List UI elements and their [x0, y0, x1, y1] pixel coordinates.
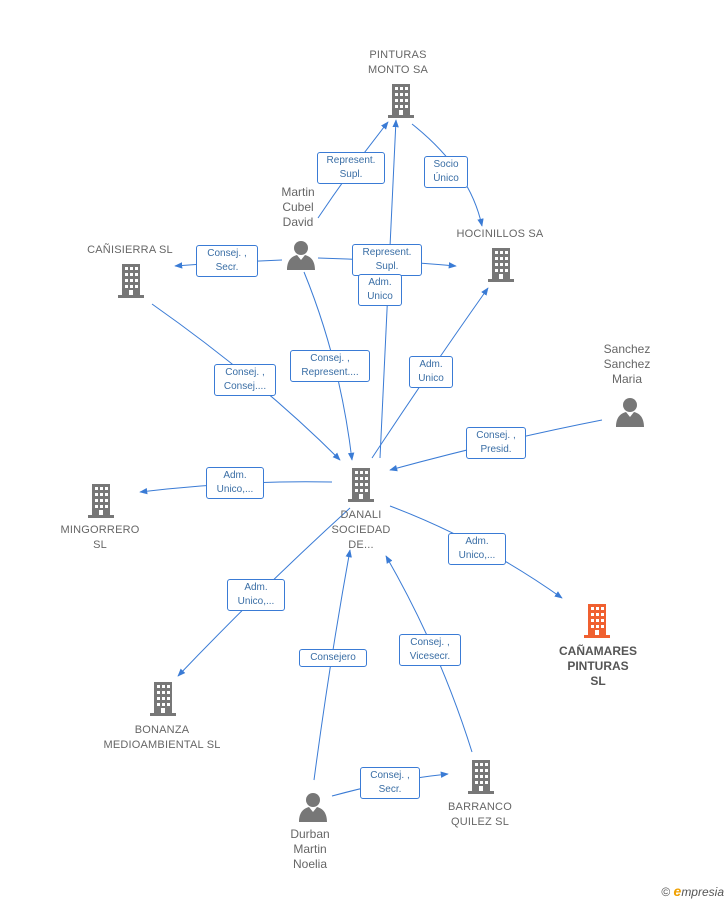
node-label-bonanza[interactable]: BONANZA MEDIOAMBIENTAL SL — [103, 724, 221, 751]
edge-label-durban-barranco[interactable]: Consej. , Secr. — [360, 767, 420, 799]
edge-label-danali-bonanza[interactable]: Adm. Unico,... — [227, 579, 285, 611]
sanchez-person-icon[interactable] — [616, 398, 644, 427]
node-label-canamares[interactable]: CAÑAMARES PINTURAS SL — [559, 644, 637, 688]
node-label-canisierra[interactable]: CAÑISIERRA SL — [87, 244, 173, 256]
edge-label-danali-canamares[interactable]: Adm. Unico,... — [448, 533, 506, 565]
edge-label-danali-hocinillos[interactable]: Adm. Unico — [409, 356, 453, 388]
edge-label-durban-danali[interactable]: Consejero — [299, 649, 367, 667]
danali-building-icon[interactable] — [348, 468, 374, 502]
hocinillos-building-icon[interactable] — [488, 248, 514, 282]
martin-person-icon[interactable] — [287, 241, 315, 270]
bonanza-building-icon[interactable] — [150, 682, 176, 716]
edge-label-martin-pinturas[interactable]: Represent. Supl. — [317, 152, 385, 184]
edge-label-sanchez-danali[interactable]: Consej. , Presid. — [466, 427, 526, 459]
durban-person-icon[interactable] — [299, 793, 327, 822]
node-label-durban[interactable]: Durban Martin Noelia — [290, 827, 330, 871]
edge-label-martin-hocinillos[interactable]: Represent. Supl. — [352, 244, 422, 276]
edge-label-danali-mingorrero[interactable]: Adm. Unico,... — [206, 467, 264, 499]
edge-label-martin-canisierra[interactable]: Consej. , Secr. — [196, 245, 258, 277]
canamares-building-icon[interactable] — [584, 604, 610, 638]
node-label-sanchez[interactable]: Sanchez Sanchez Maria — [603, 342, 651, 386]
edge-label-danali-pinturas[interactable]: Adm. Unico — [358, 274, 402, 306]
node-label-mingorrero[interactable]: MINGORRERO SL — [60, 524, 140, 551]
brand-name: mpresia — [681, 885, 724, 899]
edges — [139, 119, 603, 797]
edge-label-canisierra-danali[interactable]: Consej. , Consej.... — [214, 364, 276, 396]
canisierra-building-icon[interactable] — [118, 264, 144, 298]
copyright-symbol: © — [661, 885, 671, 899]
node-label-hocinillos[interactable]: HOCINILLOS SA — [456, 228, 544, 240]
edge-label-martin-danali[interactable]: Consej. , Represent.... — [290, 350, 370, 382]
edge-label-barranco-danali[interactable]: Consej. , Vicesecr. — [399, 634, 461, 666]
node-label-danali[interactable]: DANALI SOCIEDAD DE... — [331, 509, 391, 551]
edge-label-pinturas-hocinillos[interactable]: Socio Único — [424, 156, 468, 188]
barranco-building-icon[interactable] — [468, 760, 494, 794]
mingorrero-building-icon[interactable] — [88, 484, 114, 518]
node-label-barranco[interactable]: BARRANCO QUILEZ SL — [448, 801, 512, 828]
node-label-martin[interactable]: Martin Cubel David — [281, 185, 315, 229]
node-label-pinturas-monto[interactable]: PINTURAS MONTO SA — [367, 49, 429, 76]
footer-brand: © empresia — [661, 883, 724, 899]
brand-logo-letter: e — [673, 883, 682, 899]
pinturas-monto-building-icon[interactable] — [388, 84, 414, 118]
